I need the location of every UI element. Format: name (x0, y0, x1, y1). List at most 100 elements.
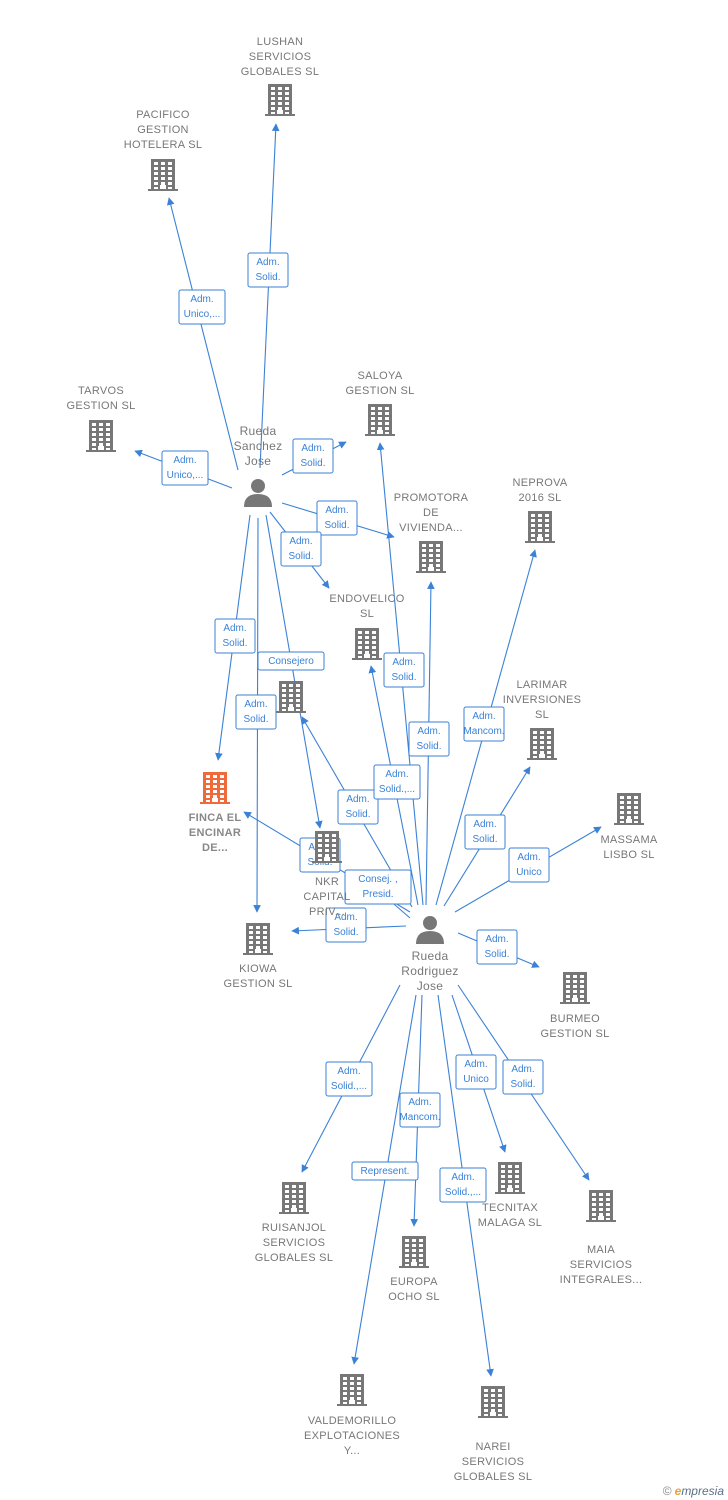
edge-label-rr-saloya[interactable]: Adm.Solid. (383, 652, 425, 688)
edge-label-text: Solid. (345, 809, 370, 820)
edge-label-text: Solid. (391, 672, 416, 683)
edge-label-rr-consejero_co[interactable]: Adm. Solid.,... (373, 764, 421, 800)
company-label: EUROPA (390, 1276, 438, 1288)
edge-label-box (383, 652, 425, 688)
building-icon (586, 1190, 616, 1222)
person-label: Rueda (240, 424, 277, 438)
edge-label-rr-ruisanjol[interactable]: Adm.Solid.,... (325, 1061, 373, 1097)
edge-label-rs-endovelico[interactable]: Adm. Solid. (280, 531, 322, 567)
company-node-maia[interactable]: MAIASERVICIOSINTEGRALES... (560, 1190, 643, 1286)
company-label: SL (535, 709, 549, 721)
edge-label-rs-lushan[interactable]: Adm.Solid. (247, 252, 289, 288)
edge-label-rs-pacifico[interactable]: Adm.Unico,... (178, 289, 226, 325)
edge-label-rs-nkr[interactable]: Consejero (257, 651, 325, 671)
company-label: ENCINAR (189, 827, 241, 839)
edge-label-rr-maia[interactable]: Adm.Solid. (502, 1059, 544, 1095)
company-label: CAPITAL (303, 891, 350, 903)
company-label: HOTELERA SL (124, 139, 203, 151)
edge-label-rr-neprova[interactable]: Adm.Mancom. (463, 706, 505, 742)
edge-label-box (439, 1167, 487, 1203)
person-icon (244, 479, 272, 507)
edge-label-rr-tecnitax[interactable]: Adm.Unico (455, 1054, 497, 1090)
edge-label-rr-nkr[interactable]: Consej. ,Presid. (344, 869, 412, 905)
edge-label-text: Solid. (300, 458, 325, 469)
edge-label-rr-promotora[interactable]: Adm.Solid. (408, 721, 450, 757)
company-label: DE... (202, 842, 228, 854)
company-label: NAREI (475, 1441, 510, 1453)
edge-rs-pacifico (166, 197, 239, 471)
person-label: Jose (417, 979, 444, 993)
edge-label-box (247, 252, 289, 288)
person-label: Jose (245, 454, 272, 468)
company-label: SERVICIOS (570, 1259, 632, 1271)
company-node-valdemorillo[interactable]: VALDEMORILLOEXPLOTACIONESY... (304, 1374, 400, 1457)
brand-initial: e (674, 1484, 682, 1498)
company-label: INTEGRALES... (560, 1274, 643, 1286)
building-icon (365, 404, 395, 436)
edge-label-text: Adm. (223, 623, 246, 634)
edge-label-rr-endovelico[interactable]: Adm.Solid. (337, 789, 379, 825)
company-label: SERVICIOS (462, 1456, 524, 1468)
company-label: RUISANJOL (262, 1222, 326, 1234)
building-icon (416, 541, 446, 573)
edge-label-rr-valdemorillo[interactable]: Represent. (351, 1161, 419, 1181)
edge-label-text: Solid. (484, 949, 509, 960)
edge-label-text: Adm. (385, 769, 408, 780)
edge-label-text: Solid.,... (331, 1081, 367, 1092)
company-label: NKR (315, 876, 339, 888)
edge-label-rr-narei[interactable]: Adm.Solid.,... (439, 1167, 487, 1203)
company-label: LARIMAR (517, 679, 568, 691)
edge-label-rs-tarvos[interactable]: Adm.Unico,... (161, 450, 209, 486)
brand-name: mpresia (681, 1484, 724, 1498)
edge-label-text: Adm. (511, 1064, 534, 1075)
empresia-logo[interactable]: ©empresia (663, 1484, 724, 1498)
company-node-nkr[interactable]: NKR CAPITAL PRIV... (303, 831, 350, 918)
edge-label-box (161, 450, 209, 486)
edge-label-box (508, 847, 550, 883)
company-label: DE (423, 507, 439, 519)
edge-label-box (325, 907, 367, 943)
edge-label-box (344, 869, 412, 905)
building-icon (337, 1374, 367, 1406)
edge-label-rr-kiowa[interactable]: Adm.Solid. (325, 907, 367, 943)
edge-label-text: Presid. (362, 889, 393, 900)
edge-label-text: Adm. (289, 536, 312, 547)
company-label: PRIV... (309, 906, 345, 918)
company-label: BURMEO (550, 1013, 600, 1025)
edge-label-rr-europa[interactable]: Adm.Mancom. (399, 1092, 441, 1128)
edge-label-text: Solid. (324, 520, 349, 531)
edge-label-text: Solid. (288, 551, 313, 562)
edge-label-rr-massama[interactable]: Adm.Unico (508, 847, 550, 883)
company-node-consejero_co[interactable] (276, 681, 306, 713)
edge-label-text: Solid. (416, 741, 441, 752)
edge-label-text: Solid.,... (379, 784, 415, 795)
person-label: Rueda (412, 949, 449, 963)
edge-label-rr-burmeo[interactable]: Adm.Solid. (476, 929, 518, 965)
edge-label-rs-saloya[interactable]: Adm.Solid. (292, 438, 334, 474)
person-icon (416, 916, 444, 944)
edge-label-rs-promotora[interactable]: Adm.Solid. (316, 500, 358, 536)
edge-label-rr-larimar[interactable]: Adm.Solid. (464, 814, 506, 850)
edge-label-rs-kiowa[interactable]: Adm.Solid. (235, 694, 277, 730)
company-node-promotora[interactable]: PROMOTORADEVIVIENDA... (394, 492, 469, 573)
edge-label-rs-finca[interactable]: Adm.Solid. (214, 618, 256, 654)
company-node-finca[interactable]: FINCA ELENCINARDE... (189, 772, 242, 854)
company-label: MASSAMA (600, 834, 657, 846)
